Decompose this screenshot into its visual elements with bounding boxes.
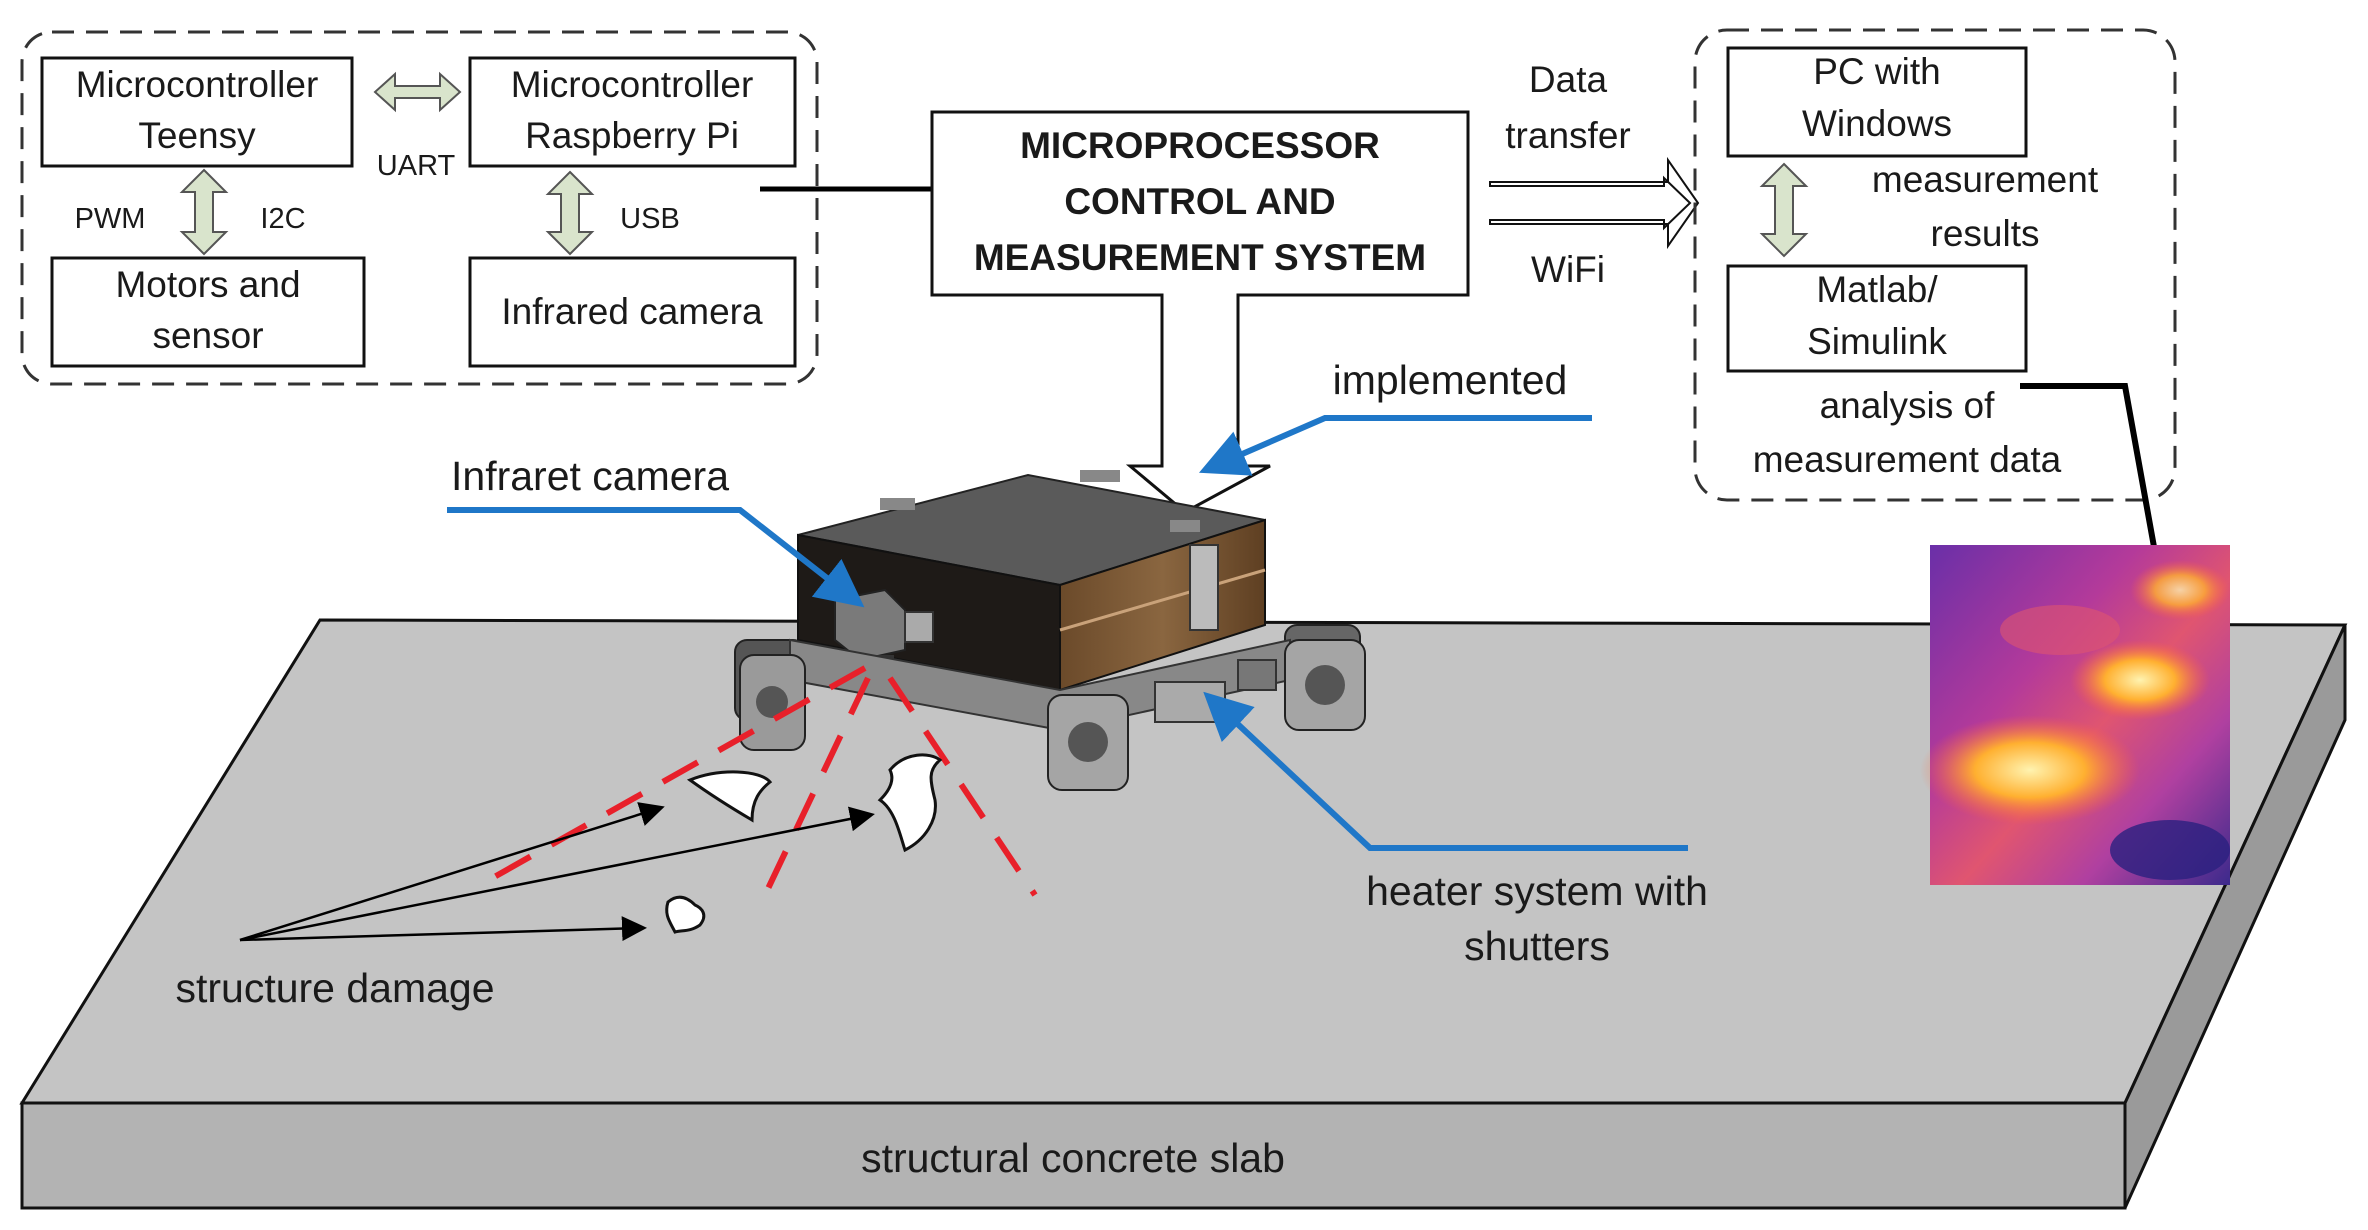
infrared-camera-label: Infraret camera <box>451 453 729 499</box>
uart-label: UART <box>377 150 456 182</box>
raspberry-box: Microcontroller Raspberry Pi <box>468 56 797 168</box>
uart-double-arrow <box>373 71 462 113</box>
analysis-label-1: analysis of <box>1820 385 1996 426</box>
thermal-image <box>1920 545 2230 885</box>
matlab-label-2: Simulink <box>1807 321 1947 362</box>
implemented-label: implemented <box>1333 357 1568 403</box>
pc-box: PC with Windows <box>1726 46 2028 158</box>
results-double-arrow <box>1759 162 1809 258</box>
damage-spot-2 <box>877 753 943 853</box>
analysis-label-2: measurement data <box>1753 439 2062 480</box>
wifi-label: WiFi <box>1531 249 1605 290</box>
results-label-2: results <box>1931 213 2040 254</box>
pwm-label: PWM <box>75 203 146 235</box>
usb-label: USB <box>620 203 680 235</box>
matlab-label-1: Matlab/ <box>1816 269 1938 310</box>
camera-view-lines <box>478 665 1038 897</box>
damage-pointers <box>239 802 875 942</box>
teensy-label-1: Microcontroller <box>76 64 319 105</box>
infrared-camera-callout: Infraret camera <box>447 453 865 608</box>
raspberry-label-2: Raspberry Pi <box>525 115 739 156</box>
implemented-callout: implemented <box>1198 357 1592 476</box>
damage-spot-1 <box>686 770 773 823</box>
raspberry-label-1: Microcontroller <box>511 64 754 105</box>
teensy-box: Microcontroller Teensy <box>40 56 354 168</box>
right-dashed-group <box>1693 28 2177 502</box>
pc-label-1: PC with <box>1813 51 1940 92</box>
motors-label-1: Motors and <box>115 264 300 305</box>
results-label-1: measurement <box>1872 159 2099 200</box>
left-dashed-group <box>20 30 819 386</box>
slab-label: structural concrete slab <box>861 1135 1285 1181</box>
microprocessor-label-2: CONTROL AND <box>1064 181 1335 222</box>
microprocessor-box: MICROPROCESSOR CONTROL AND MEASUREMENT S… <box>930 110 1470 514</box>
data-label: Data <box>1529 59 1608 100</box>
usb-double-arrow <box>545 170 595 256</box>
damage-spot-3 <box>665 895 706 934</box>
infrared-camera-box-label: Infrared camera <box>501 291 763 332</box>
heater-label-1: heater system with <box>1366 868 1708 914</box>
pwm-i2c-double-arrow <box>179 168 229 256</box>
microprocessor-label-1: MICROPROCESSOR <box>1020 125 1380 166</box>
motors-box: Motors and sensor <box>50 256 366 368</box>
heater-callout: heater system with shutters <box>1203 691 1708 969</box>
i2c-label: I2C <box>260 203 305 235</box>
teensy-label-2: Teensy <box>138 115 256 156</box>
data-transfer-arrow <box>1489 156 1700 250</box>
matlab-box: Matlab/ Simulink <box>1726 264 2028 373</box>
transfer-label: transfer <box>1505 115 1630 156</box>
infrared-camera-box: Infrared camera <box>468 256 797 368</box>
motors-label-2: sensor <box>152 315 263 356</box>
heater-label-2: shutters <box>1464 923 1610 969</box>
pc-label-2: Windows <box>1802 103 1952 144</box>
microprocessor-label-3: MEASUREMENT SYSTEM <box>974 237 1426 278</box>
damage-label: structure damage <box>175 965 494 1011</box>
concrete-slab <box>19 618 2348 1210</box>
